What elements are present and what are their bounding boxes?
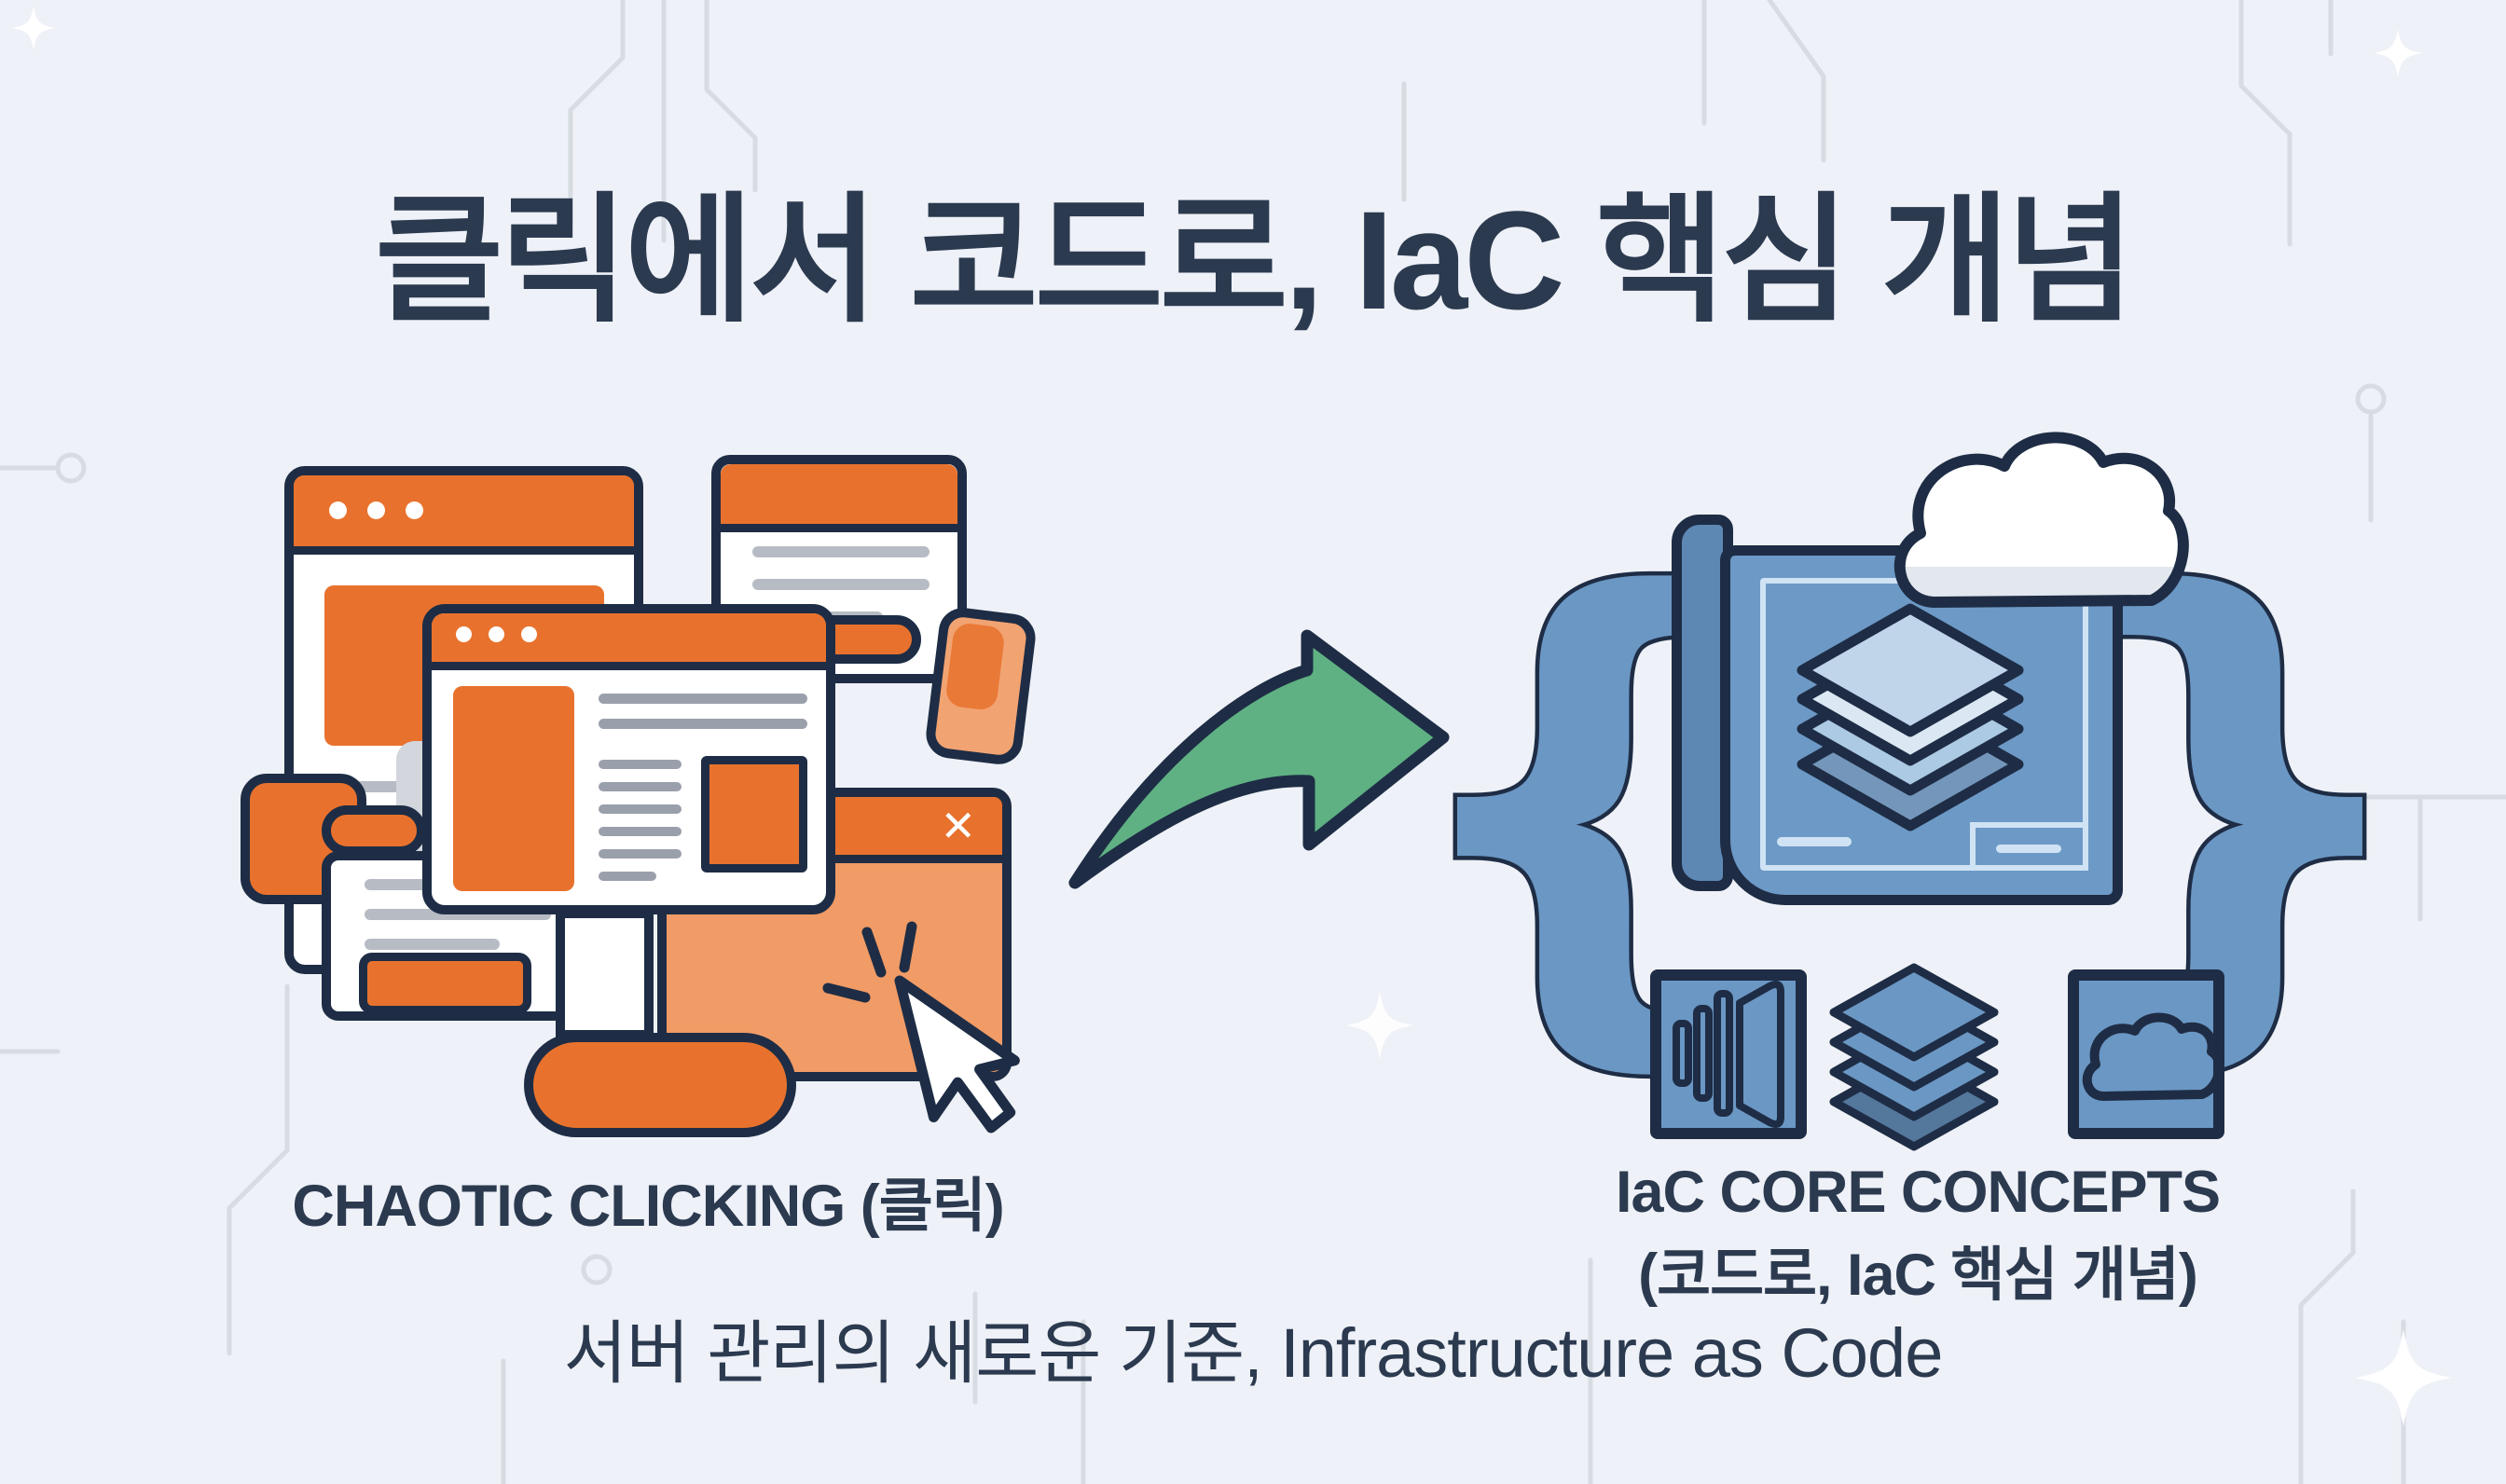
orange-pill-small: [322, 805, 426, 856]
window-dot-icon: [489, 626, 504, 642]
right-label: IaC CORE CONCEPTS (코드로, IaC 핵심 개념): [1615, 1159, 2221, 1312]
content-block: [453, 686, 574, 891]
window-dot-icon: [456, 626, 472, 642]
cloud-outline-icon: [2082, 1012, 2224, 1101]
layers-icon: [1829, 963, 1999, 1151]
window-titlebar: [721, 464, 957, 532]
window-dot-icon: [367, 502, 385, 519]
browser-window-front: [422, 604, 835, 914]
window-dot-icon: [521, 626, 537, 642]
blueprint-title-block: [1970, 822, 2088, 871]
left-label: CHAOTIC CLICKING (클릭): [292, 1174, 1004, 1239]
window-titlebar: [432, 613, 826, 670]
monitor-base: [524, 1033, 796, 1137]
bottom-caption: 서버 관리의 새로운 기준, Infrastructure as Code: [563, 1314, 1944, 1392]
sparkle-icon: [11, 6, 2452, 1426]
circuit-node: [581, 1254, 613, 1285]
window-dot-icon: [329, 502, 347, 519]
window-dot-icon: [406, 502, 423, 519]
stacked-pages-icon: [1673, 981, 1784, 1128]
close-icon: ✕: [940, 802, 976, 850]
window-titlebar: [294, 475, 634, 555]
circuit-node: [55, 452, 87, 484]
orange-button: [359, 953, 531, 1014]
circuit-node: [2355, 383, 2387, 415]
right-label-line1: IaC CORE CONCEPTS: [1615, 1160, 2221, 1225]
right-label-line2: (코드로, IaC 핵심 개념): [1638, 1243, 2198, 1308]
blueprint-label-line: [1777, 837, 1852, 846]
page-title: 클릭에서 코드로, IaC 핵심 개념: [375, 182, 2135, 338]
cursor-icon: [894, 975, 1020, 1134]
click-ticks-icon: [822, 921, 917, 1003]
content-box: [701, 756, 807, 873]
